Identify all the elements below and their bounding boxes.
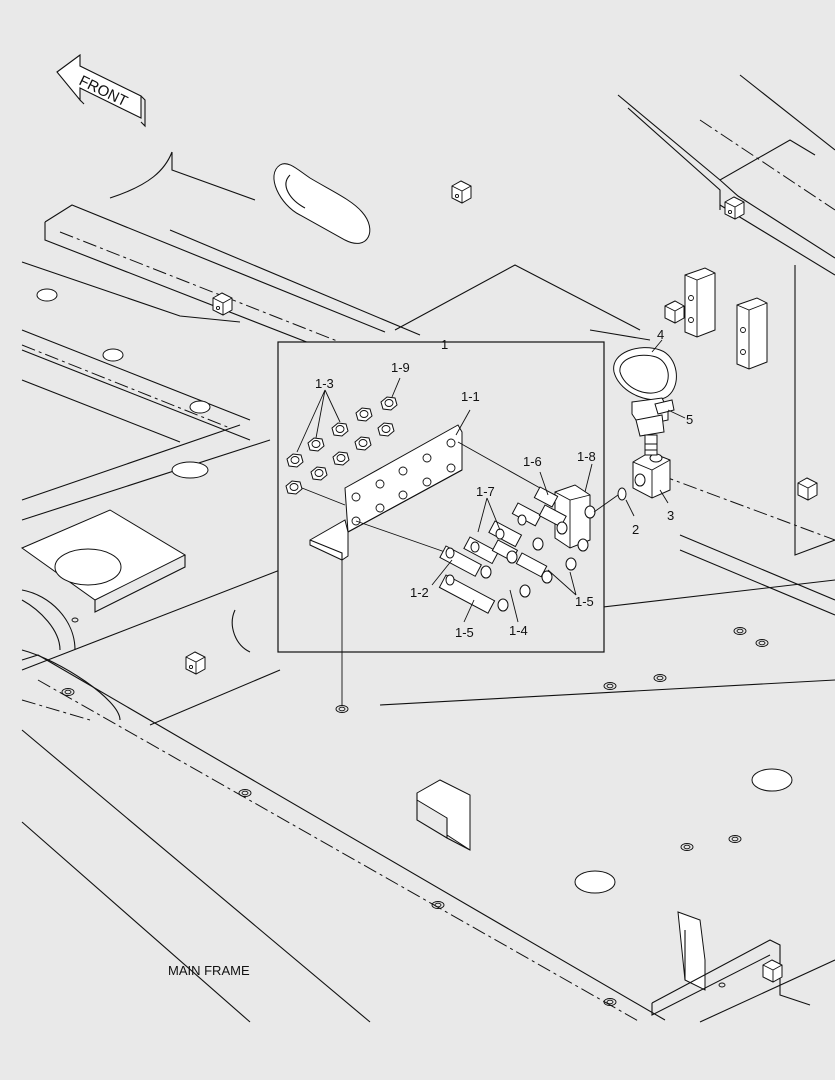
fitting-tee-3	[632, 451, 671, 504]
callout-1-5-right: 1-5	[575, 594, 594, 609]
callout-1-6: 1-6	[523, 454, 542, 469]
handle-4	[613, 339, 677, 401]
callout-1-8: 1-8	[577, 449, 596, 464]
callout-1-5-lower: 1-5	[455, 625, 474, 640]
callout-1-1: 1-1	[461, 389, 480, 404]
callout-1-3: 1-3	[315, 376, 334, 391]
callout-1-7: 1-7	[476, 484, 495, 499]
bracket-1-1	[309, 409, 541, 561]
main-frame-label: MAIN FRAME	[168, 963, 250, 978]
callout-1-9: 1-9	[391, 360, 410, 375]
callout-2: 2	[632, 522, 639, 537]
o-ring-2	[593, 487, 635, 517]
mount-blocks	[664, 267, 768, 370]
callout-4: 4	[657, 327, 664, 342]
callout-5: 5	[686, 412, 693, 427]
front-arrow-icon: FRONT	[56, 53, 146, 128]
callout-1-2: 1-2	[410, 585, 429, 600]
callout-1: 1	[441, 337, 448, 352]
cube-nut-group	[185, 180, 818, 983]
valve-5	[631, 397, 686, 456]
main-frame-structure	[20, 74, 835, 1023]
nut-set	[285, 377, 401, 506]
fittings	[431, 463, 596, 623]
callout-1-4: 1-4	[509, 623, 528, 638]
callout-3: 3	[667, 508, 674, 523]
